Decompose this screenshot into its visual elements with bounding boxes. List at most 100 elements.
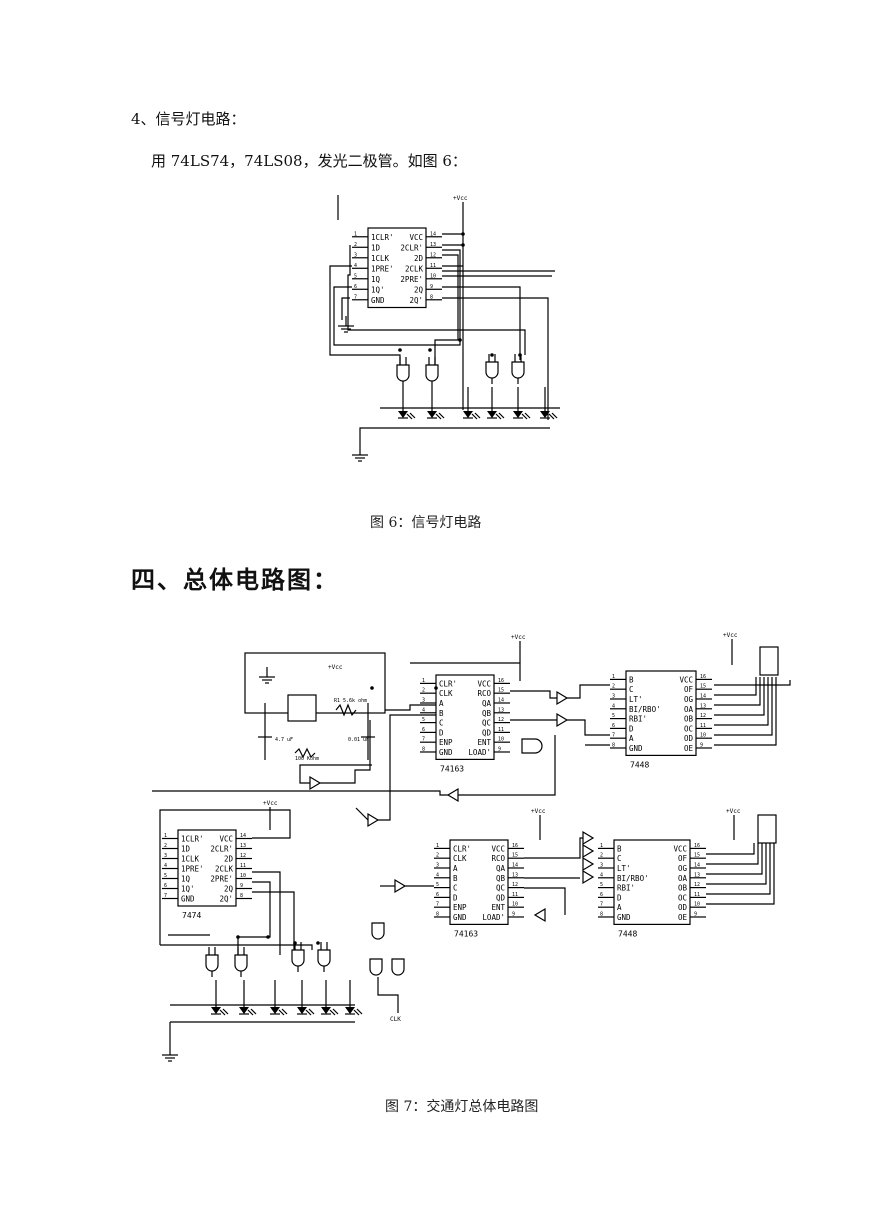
ic7474-pin-label: 2PRE' — [400, 275, 423, 284]
ic7474-pin-label: 1Q' — [371, 285, 385, 294]
decoder-buffer-4 — [582, 869, 595, 885]
ic7474-pin-label: 1CLR' — [371, 233, 394, 242]
ic7448-bottom-pin-number: 8 — [600, 911, 603, 917]
decoder-buffer-3 — [582, 856, 595, 872]
seven-seg-display-bottom — [757, 814, 777, 844]
ic7448-top-pin-label: BI/RBO' — [629, 705, 661, 714]
ic7474-pin-label: 2CLK — [405, 264, 424, 273]
wire — [706, 843, 775, 905]
wire — [341, 297, 350, 320]
wire — [305, 1009, 312, 1016]
ic7474-pin-number: 12 — [430, 252, 436, 258]
ic7474-pin-number: 14 — [430, 231, 436, 237]
junction-dot — [434, 686, 438, 690]
ic74163-bottom-pin-label: RCO — [491, 854, 505, 863]
and-gate-lower-3 — [391, 958, 405, 976]
ic7474-overall-pin-number: 13 — [240, 843, 246, 849]
ic74163-top-pin-label: VCC — [477, 679, 491, 688]
inverter-count — [394, 878, 407, 894]
wire — [252, 891, 295, 950]
ic7474-pin-number: 11 — [430, 263, 436, 269]
ic7448-bottom-pin-label: VCC — [673, 844, 687, 853]
wire — [510, 690, 557, 699]
resistor-2 — [294, 747, 316, 759]
wire — [438, 412, 445, 419]
ic7474-pin-number: 9 — [430, 284, 433, 290]
and-gate-2 — [425, 364, 439, 382]
ic74163-top-pin-number: 8 — [422, 746, 425, 752]
ic7474-overall-pin-label: 1CLR' — [181, 835, 204, 844]
ic74163-top-pin-number: 15 — [498, 688, 504, 694]
seven-seg-display-top — [759, 646, 779, 676]
junction-dot — [490, 353, 494, 357]
ic7448-bottom-chip-body — [613, 839, 691, 926]
ic7474-pin-number: 10 — [430, 273, 436, 279]
ic7474-overall-pin-label: 1Q — [181, 875, 191, 884]
wire — [333, 249, 461, 346]
ic7474-overall-pin-number: 10 — [240, 873, 246, 879]
ic7474-pin-number: 13 — [430, 242, 436, 248]
overall-and-gate-1 — [205, 954, 219, 972]
ic74163-bottom-pin-number: 7 — [436, 902, 439, 908]
ic7474-overall-pin-number: 12 — [240, 853, 246, 859]
ic74163-bottom-pin-label: LOAD' — [482, 913, 505, 922]
inverter-1 — [556, 690, 569, 706]
ic7474-overall-pin-number: 6 — [164, 883, 167, 889]
main-heading-overall-circuit: 四、总体电路图： — [131, 566, 339, 594]
ic74163-top-pin-number: 14 — [498, 697, 504, 703]
wire — [409, 412, 416, 419]
ic7474-pin-label: 2D — [414, 254, 424, 263]
ic7448-top-pin-number: 3 — [612, 693, 615, 699]
wire — [250, 1008, 257, 1015]
ic7474-overall-pin-label: 1PRE' — [181, 865, 204, 874]
ic7448-bottom-pin-number: 6 — [600, 892, 603, 898]
ic7448-bottom-pin-label: B — [617, 844, 622, 853]
wire — [714, 677, 765, 716]
ic74163-bottom-pin-label: B — [453, 874, 458, 883]
wire — [706, 843, 755, 855]
ic74163-top-chip-name: 74163 — [440, 764, 464, 773]
wire — [442, 286, 521, 360]
vcc-label-1: +Vcc — [511, 634, 526, 641]
ic7448-top-pin-number: 7 — [612, 733, 615, 739]
wire — [299, 764, 372, 784]
ic74163-bottom-pin-number: 4 — [436, 872, 439, 878]
ic74163-bottom-pin-label: QB — [496, 874, 506, 883]
ic74163-bottom-pin-label: A — [453, 864, 458, 873]
ic7448-bottom-pin-label: C — [617, 854, 622, 863]
ic7448-top-pin-number: 2 — [612, 684, 615, 690]
ic74163-top-pin-label: D — [439, 728, 444, 737]
ic7448-top-pin-label: RBI' — [629, 715, 647, 724]
ic7448-bottom-pin-label: D — [617, 893, 622, 902]
wire — [222, 1008, 229, 1015]
ic7448-top-pin-number: 11 — [700, 723, 706, 729]
wire — [329, 1009, 336, 1016]
wire — [359, 427, 380, 445]
junction-dot — [458, 338, 462, 342]
overall-led-5 — [321, 1007, 331, 1014]
wire — [714, 680, 791, 686]
wire — [159, 809, 291, 945]
ic74163-bottom-pin-label: ENP — [453, 903, 467, 912]
overall-led-4 — [297, 1007, 307, 1014]
ic7448-top-pin-label: OD — [684, 734, 694, 743]
ic7474-pin-number: 1 — [354, 231, 357, 237]
wire — [458, 735, 556, 796]
ic7448-top-pin-number: 4 — [612, 703, 615, 709]
wire — [521, 413, 528, 420]
wire — [714, 677, 777, 746]
wire — [434, 254, 459, 365]
paragraph-components: 用 74LS74，74LS08，发光二极管。如图 6： — [151, 152, 467, 170]
ic7474-pin-number: 3 — [354, 252, 357, 258]
wire — [524, 837, 583, 859]
ic7448-top-pin-label: B — [629, 675, 634, 684]
ic74163-top-pin-label: B — [439, 709, 444, 718]
ic74163-top-pin-number: 12 — [498, 717, 504, 723]
ic7448-bottom-pin-number: 13 — [694, 872, 700, 878]
junction-dot — [518, 353, 522, 357]
ic7474-overall-pin-number: 5 — [164, 873, 167, 879]
load-inverter — [533, 907, 546, 923]
ic7448-bottom-pin-number: 5 — [600, 882, 603, 888]
ic74163-top-pin-number: 4 — [422, 707, 425, 713]
